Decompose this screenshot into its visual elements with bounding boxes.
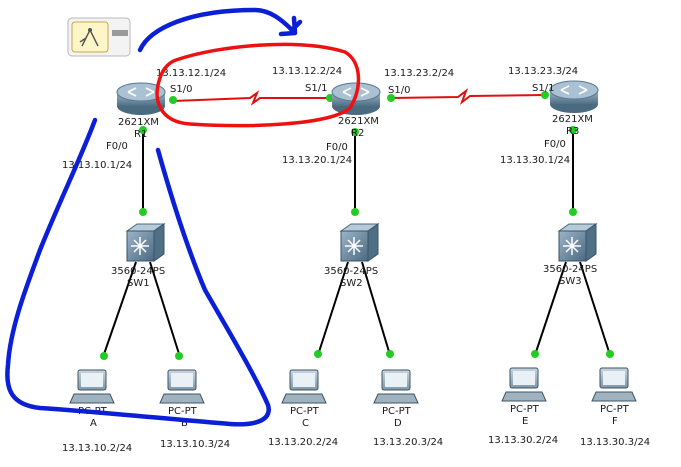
pc-e[interactable]: [501, 367, 547, 402]
sw1-model: 3560-24PS: [111, 266, 165, 277]
pc-b-name: B: [181, 418, 188, 429]
r3-serial-ip: 13.13.23.3/24: [508, 66, 578, 77]
pc-icon: [69, 369, 115, 404]
pc-b-ip: 13.13.10.3/24: [160, 439, 230, 450]
r2-model: 2621XM: [338, 116, 379, 127]
port-dot: [314, 350, 322, 358]
ethernet-links: [102, 128, 611, 358]
pc-a[interactable]: [69, 369, 115, 404]
r1-serial-ip: 13.13.12.1/24: [156, 68, 226, 79]
r3-serial-port: S1/1: [532, 83, 554, 94]
port-dot: [351, 128, 359, 136]
pc-icon: [373, 369, 419, 404]
router-r1[interactable]: [116, 82, 166, 115]
pc-icon: [591, 367, 637, 402]
sw3-name: SW3: [559, 276, 582, 287]
pc-c-ip: 13.13.20.2/24: [268, 437, 338, 448]
port-dot: [541, 91, 549, 99]
note-tool-icon[interactable]: [67, 17, 131, 57]
pc-d[interactable]: [373, 369, 419, 404]
pc-f-name: F: [612, 416, 618, 427]
r1-model: 2621XM: [118, 117, 159, 128]
pc-d-ip: 13.13.20.3/24: [373, 437, 443, 448]
pc-icon: [501, 367, 547, 402]
link-sw3-pce: [534, 261, 567, 356]
link-sw1-pcb: [149, 261, 181, 358]
link-sw3-pcf: [579, 261, 611, 356]
pc-d-name: D: [394, 418, 402, 429]
r2-f00-port: F0/0: [326, 142, 348, 153]
switch-sw1[interactable]: [125, 223, 166, 262]
port-dot: [100, 352, 108, 360]
link-sw1-pca: [102, 261, 137, 358]
link-sw2-pcd: [361, 261, 391, 356]
r2-f00-ip: 13.13.20.1/24: [282, 155, 352, 166]
port-dot: [139, 208, 147, 216]
r2-serial-ip-left: 13.13.12.2/24: [272, 66, 342, 77]
port-dot: [387, 94, 395, 102]
switch-sw2[interactable]: [339, 223, 380, 262]
pc-b[interactable]: [159, 369, 205, 404]
pc-d-type: PC-PT: [382, 406, 412, 417]
pc-a-name: A: [90, 418, 97, 429]
r1-name: R1: [134, 129, 147, 140]
r2-name: R2: [351, 128, 364, 139]
port-dot: [139, 126, 147, 134]
r3-f00-port: F0/0: [544, 139, 566, 150]
port-dot: [606, 350, 614, 358]
port-dot: [569, 208, 577, 216]
r1-f00-port: F0/0: [106, 141, 128, 152]
link-r2-r3: [390, 88, 546, 105]
port-dot: [351, 208, 359, 216]
switch-sw3[interactable]: [557, 223, 598, 262]
sw3-model: 3560-24PS: [543, 264, 597, 275]
pc-c[interactable]: [281, 369, 327, 404]
pc-f-ip: 13.13.30.3/24: [580, 437, 650, 448]
port-dot: [569, 126, 577, 134]
multilayer-switch-icon: [557, 223, 598, 262]
sw1-name: SW1: [127, 278, 150, 289]
sw2-model: 3560-24PS: [324, 266, 378, 277]
link-r1-r2: [172, 90, 330, 106]
multilayer-switch-icon: [125, 223, 166, 262]
blue-annotation-outline: [5, 117, 271, 427]
r1-serial-port: S1/0: [170, 84, 192, 95]
serial-links: [172, 88, 546, 106]
blue-annotation-arrow: [137, 7, 303, 53]
pc-e-type: PC-PT: [510, 404, 540, 415]
pc-e-name: E: [522, 416, 528, 427]
router-r3[interactable]: [549, 80, 599, 113]
pc-a-ip: 13.13.10.2/24: [62, 443, 132, 454]
router-icon: [116, 82, 166, 115]
pc-c-name: C: [302, 418, 309, 429]
pc-f-type: PC-PT: [600, 404, 630, 415]
pc-c-type: PC-PT: [290, 406, 320, 417]
pc-e-ip: 13.13.30.2/24: [488, 435, 558, 446]
router-icon: [549, 80, 599, 113]
r1-f00-ip: 13.13.10.1/24: [62, 160, 132, 171]
pc-icon: [281, 369, 327, 404]
port-dot: [169, 96, 177, 104]
sw2-name: SW2: [340, 278, 363, 289]
r2-serial-port-left: S1/1: [305, 83, 327, 94]
port-dot: [386, 350, 394, 358]
r3-name: R3: [566, 126, 579, 137]
r3-f00-ip: 13.13.30.1/24: [500, 155, 570, 166]
r2-serial-ip-right: 13.13.23.2/24: [384, 68, 454, 79]
pc-f[interactable]: [591, 367, 637, 402]
port-dot: [531, 350, 539, 358]
pc-b-type: PC-PT: [168, 406, 198, 417]
multilayer-switch-icon: [339, 223, 380, 262]
port-dot: [175, 352, 183, 360]
r2-serial-port-right: S1/0: [388, 85, 410, 96]
pc-icon: [159, 369, 205, 404]
red-annotation-loop: [155, 42, 361, 128]
port-indicators: [100, 91, 614, 360]
link-sw2-pcc: [317, 261, 349, 356]
r3-model: 2621XM: [552, 114, 593, 125]
